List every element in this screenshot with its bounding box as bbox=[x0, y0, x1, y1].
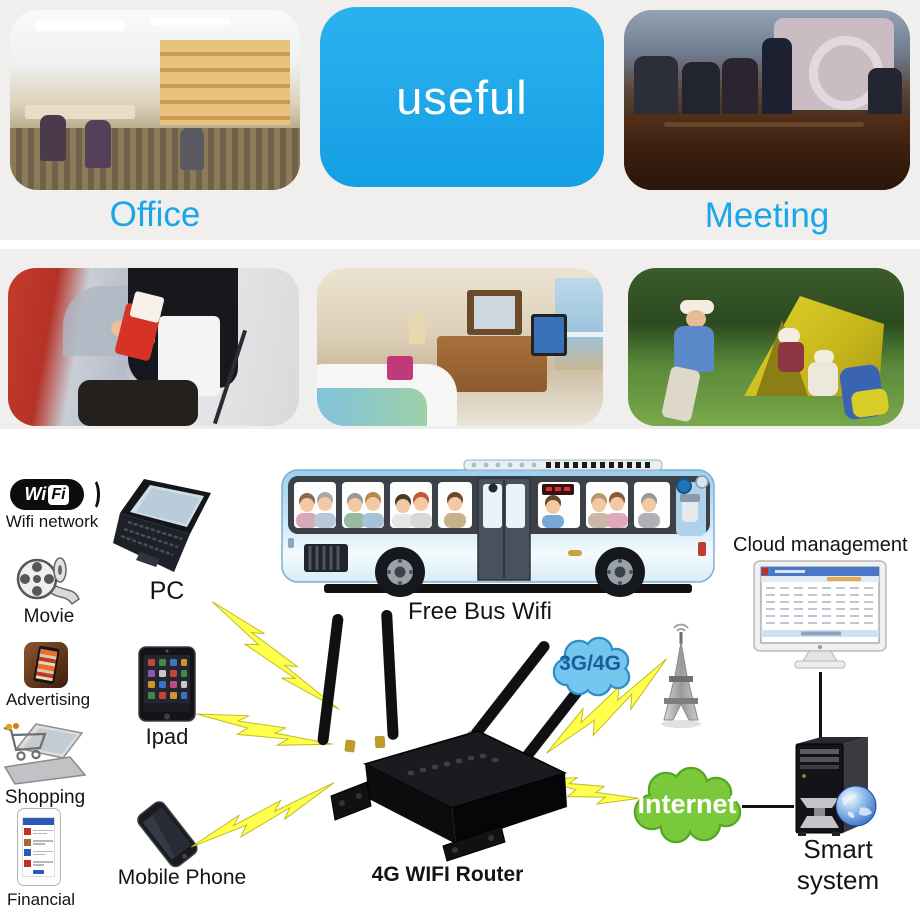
pc-label: PC bbox=[149, 577, 185, 605]
financial-app-icon bbox=[17, 808, 61, 886]
network-cloud bbox=[552, 636, 631, 697]
laptop-icon bbox=[113, 479, 211, 572]
wifi-bolt-phone bbox=[186, 777, 343, 860]
office-photo bbox=[10, 10, 300, 190]
wifi-bolt-pc bbox=[203, 590, 344, 727]
globe-icon bbox=[835, 785, 877, 827]
wifi-network-label: Wifi network bbox=[5, 512, 99, 531]
travel-tickets-photo bbox=[8, 268, 299, 426]
meeting-caption: Meeting bbox=[704, 196, 830, 235]
router-illustration bbox=[317, 610, 595, 862]
router-label: 4G WIFI Router bbox=[371, 863, 524, 886]
advertising-label: Advertising bbox=[5, 690, 91, 709]
wifi-logo: Wi Fi bbox=[10, 478, 100, 511]
smartphone-icon bbox=[137, 801, 198, 868]
shopping-cart-icon bbox=[3, 723, 86, 785]
useful-label: useful bbox=[396, 70, 528, 124]
wifi-logo-pill: Wi Fi bbox=[10, 479, 84, 510]
financial-label: Financial bbox=[6, 890, 76, 909]
ipad-label: Ipad bbox=[145, 724, 189, 749]
wifi-logo-fi: Fi bbox=[47, 483, 70, 506]
monitor-to-tower-line bbox=[819, 672, 822, 738]
office-caption: Office bbox=[109, 195, 201, 234]
movie-label: Movie bbox=[23, 606, 75, 627]
signal-tower-icon bbox=[661, 623, 701, 728]
signal-bolt-tower bbox=[535, 652, 684, 769]
internet-cloud bbox=[633, 766, 742, 844]
wifi-logo-wi: Wi bbox=[24, 484, 47, 504]
mobile-phone-label: Mobile Phone bbox=[117, 866, 247, 889]
meeting-photo bbox=[624, 10, 910, 190]
hotel-room-photo bbox=[317, 268, 603, 426]
camping-photo bbox=[628, 268, 904, 426]
bus-illustration bbox=[281, 459, 715, 597]
tablet-icon bbox=[138, 646, 196, 722]
wifi-logo-paren bbox=[85, 478, 100, 511]
movie-reel-icon bbox=[16, 557, 80, 606]
management-monitor bbox=[753, 560, 887, 669]
useful-badge: useful bbox=[320, 7, 604, 187]
bus-label: Free Bus Wifi bbox=[407, 598, 553, 625]
cloud-management-label: Cloud management bbox=[733, 534, 908, 556]
wifi-bolt-ipad bbox=[193, 699, 335, 767]
smart-system-label: Smart system bbox=[796, 834, 880, 895]
shopping-label: Shopping bbox=[4, 787, 86, 808]
internet-to-tower-line bbox=[742, 805, 794, 808]
advertising-phone-icon bbox=[24, 642, 68, 688]
